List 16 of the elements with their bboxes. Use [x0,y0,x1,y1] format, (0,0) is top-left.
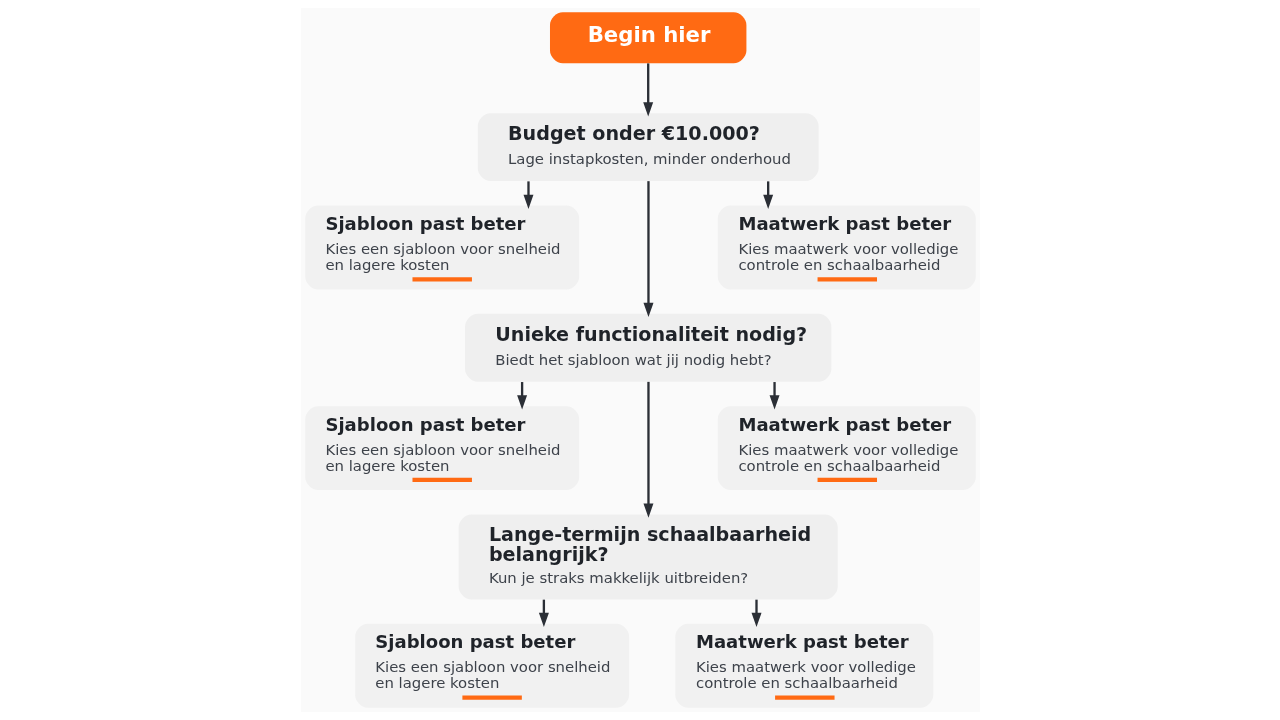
node-box: Begin hier [549,12,746,64]
node-box: Budget onder €10.000? Lage instapkosten, minder onderhoud [477,113,819,182]
node-box: Unieke functionaliteit nodig? Biedt het sjabloon wat jij nodig hebt? [464,313,831,382]
arrow [642,381,653,518]
node-box: Maatwerk past beter Kies maatwerk voor volledige controle en schaalbaarheid [717,205,976,290]
arrow [769,382,780,410]
arrow [523,181,533,209]
arrow [642,181,653,318]
node-box: Maatwerk past beter Kies maatwerk voor volledige controle en schaalbaarheid [674,623,933,708]
node-box: Maatwerk past beter Kies maatwerk voor volledige controle en schaalbaarheid [717,406,976,491]
node-box: Lange-termijn schaalbaarheid belangrijk? Kun je straks makkelijk uitbreiden? [458,514,838,600]
arrow [642,63,653,117]
node-box: Sjabloon past beter Kies een sjabloon voor snelheid en lagere kosten [304,205,579,290]
arrow [751,599,761,628]
node-box: Sjabloon past beter Kies een sjabloon voor snelheid en lagere kosten [304,406,579,491]
node-box: Sjabloon past beter Kies een sjabloon voor snelheid en lagere kosten [354,623,629,708]
